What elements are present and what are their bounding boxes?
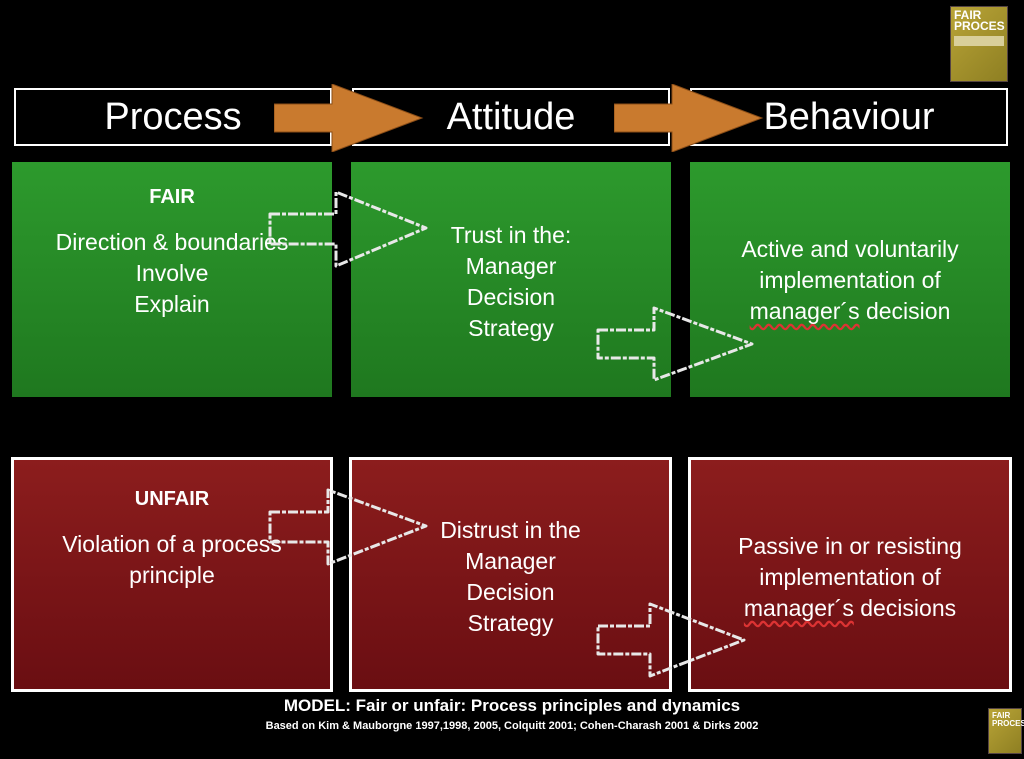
chalk-arrow-icon	[596, 306, 754, 382]
unfair-behaviour-line-2: implementation of	[759, 564, 941, 590]
unfair-process-panel: UNFAIR Violation of a process principle	[11, 457, 333, 692]
fair-attitude-line-2: Manager	[465, 253, 557, 279]
unfair-behaviour-word-managers: manager´s	[743, 595, 854, 621]
chalk-arrow-icon	[268, 488, 428, 566]
book-cover-bottom: FAIR PROCES	[988, 708, 1024, 754]
chalk-arrow-icon	[596, 602, 746, 678]
caption-source: Based on Kim & Mauborgne 1997,1998, 2005…	[265, 720, 759, 732]
unfair-process-line-2: principle	[129, 562, 215, 588]
book-title-line2: PROCES	[954, 19, 1005, 33]
fair-process-line-1: Direction & boundaries	[55, 229, 289, 255]
book-title-line1-small: FAIR	[992, 711, 1011, 720]
fair-process-line-3: Explain	[134, 291, 210, 317]
unfair-behaviour-word-decisions: decisions	[860, 595, 957, 621]
header-process-label: Process	[104, 95, 242, 138]
orange-arrow-icon	[274, 84, 424, 152]
unfair-attitude-line-3: Decision	[466, 579, 555, 605]
fair-behaviour-line-3: manager´s decision	[690, 296, 1010, 327]
fair-attitude-line-4: Strategy	[468, 315, 554, 341]
unfair-title: UNFAIR	[134, 488, 210, 510]
fair-process-line-2: Involve	[135, 260, 209, 286]
orange-arrow-icon	[614, 84, 764, 152]
fair-behaviour-panel: Active and voluntarily implementation of…	[690, 162, 1010, 397]
book-title-line1: FAIR	[954, 8, 982, 22]
unfair-behaviour-panel: Passive in or resisting implementation o…	[688, 457, 1012, 692]
fair-behaviour-word-decision: decision	[865, 298, 951, 324]
book-title-line2-small: PROCES	[992, 719, 1024, 728]
chalk-arrow-icon	[268, 190, 428, 268]
unfair-behaviour-line-3: manager´s decisions	[691, 593, 1009, 624]
book-band	[954, 36, 1004, 46]
fair-behaviour-word-managers: manager´s	[749, 298, 860, 324]
unfair-behaviour-line-1: Passive in or resisting	[738, 533, 962, 559]
unfair-attitude-line-4: Strategy	[467, 610, 554, 636]
fair-title: FAIR	[149, 186, 195, 208]
unfair-attitude-line-2: Manager	[465, 548, 556, 574]
fair-attitude-line-3: Decision	[466, 284, 556, 310]
book-cover-top: FAIR PROCES	[950, 6, 1008, 82]
caption-title: MODEL: Fair or unfair: Process principle…	[283, 696, 741, 715]
unfair-attitude-line-1: Distrust in the	[440, 517, 581, 543]
unfair-process-line-1: Violation of a process	[62, 531, 282, 557]
fair-behaviour-line-1: Active and voluntarily	[741, 236, 959, 262]
fair-behaviour-line-2: implementation of	[759, 267, 941, 293]
fair-process-panel: FAIR Direction & boundaries Involve Expl…	[12, 162, 332, 397]
header-behaviour-label: Behaviour	[763, 95, 935, 138]
header-attitude-label: Attitude	[446, 95, 576, 138]
fair-attitude-line-1: Trust in the:	[450, 222, 572, 248]
